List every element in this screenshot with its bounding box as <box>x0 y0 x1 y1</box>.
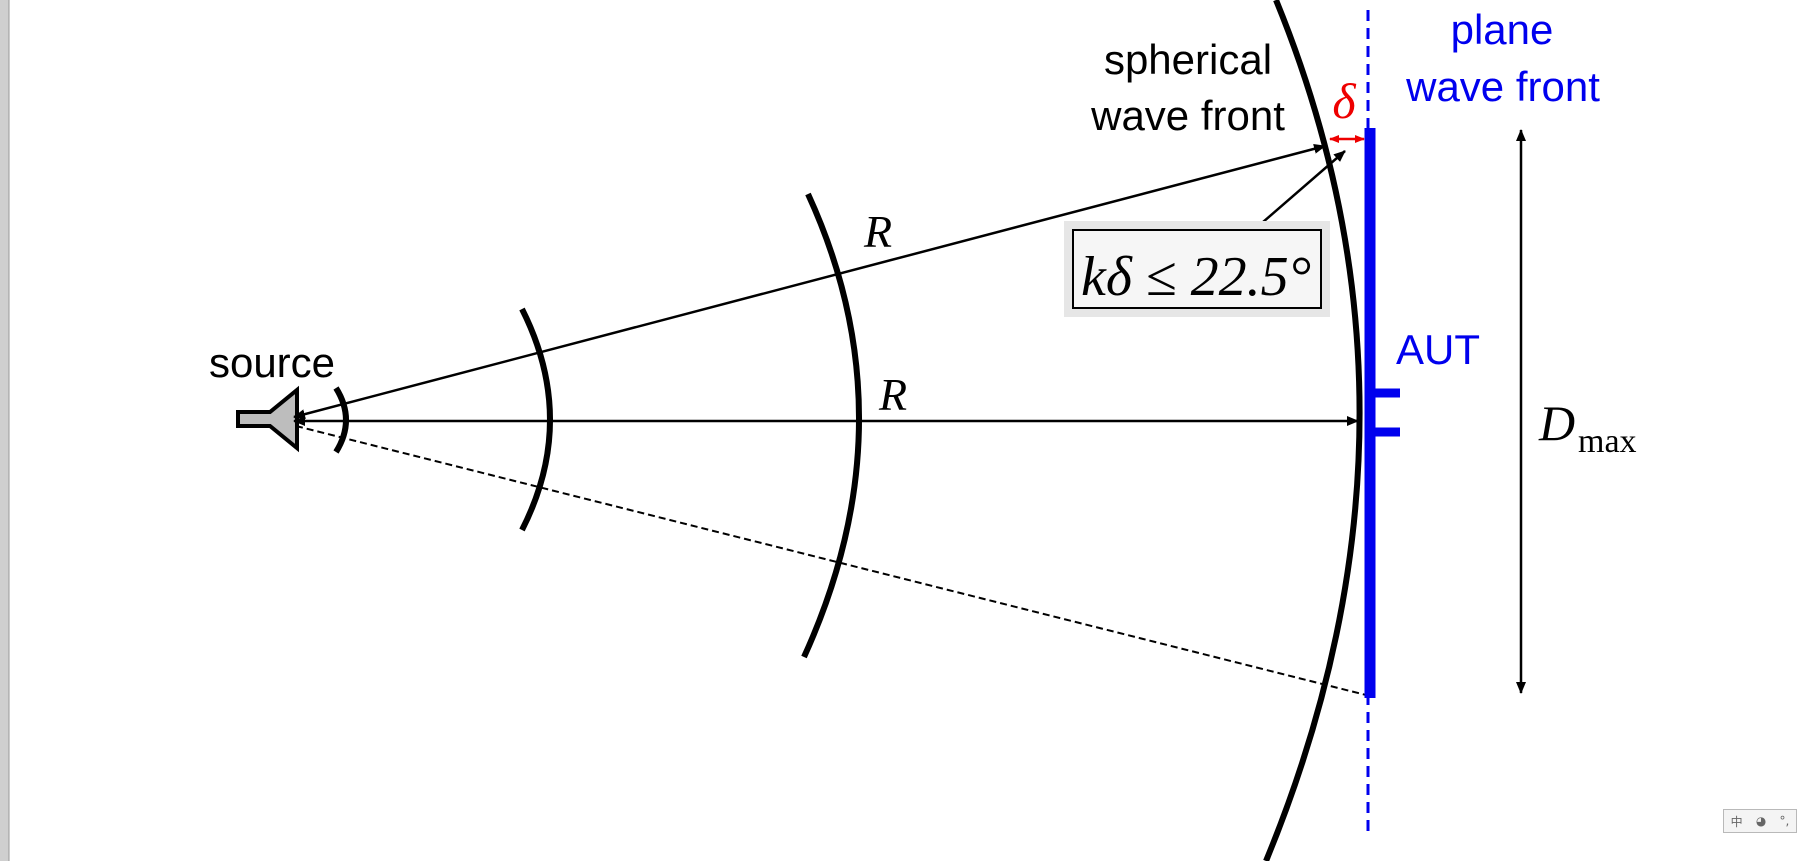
left-border <box>0 0 9 861</box>
dmax-label-sub: max <box>1578 423 1637 460</box>
radius-label-upper: R <box>863 206 892 257</box>
spherical-label-line1: spherical <box>1104 36 1272 83</box>
spherical-label-line2: wave front <box>1090 92 1285 139</box>
condition-leader-arrow <box>1254 150 1346 230</box>
delta-label: δ <box>1332 73 1356 129</box>
wavefront-arc-2 <box>519 307 553 532</box>
radius-dashed-lower <box>295 425 1371 697</box>
wavefront-arc-3 <box>801 192 862 659</box>
plane-label-line2: wave front <box>1405 63 1600 110</box>
source-label: source <box>209 339 335 386</box>
source-horn <box>236 385 299 453</box>
ime-punct-icon[interactable]: °, <box>1779 814 1790 828</box>
spherical-wavefront-arc <box>1263 0 1363 861</box>
aut-antenna <box>1364 128 1400 698</box>
ime-mode-icon[interactable]: 中 <box>1730 814 1743 829</box>
condition-box: kδ ≤ 22.5° <box>1064 221 1330 317</box>
radius-arrow-upper <box>293 143 1326 420</box>
radius-label-center: R <box>878 369 907 420</box>
plane-label-line1: plane <box>1451 6 1554 53</box>
condition-text: kδ ≤ 22.5° <box>1081 246 1311 308</box>
ime-moon-icon[interactable]: ◕ <box>1755 814 1767 828</box>
aut-label: AUT <box>1396 326 1480 373</box>
dmax-label-main: D <box>1538 395 1575 451</box>
ime-toolbar[interactable]: 中 ◕ °, <box>1723 809 1797 833</box>
